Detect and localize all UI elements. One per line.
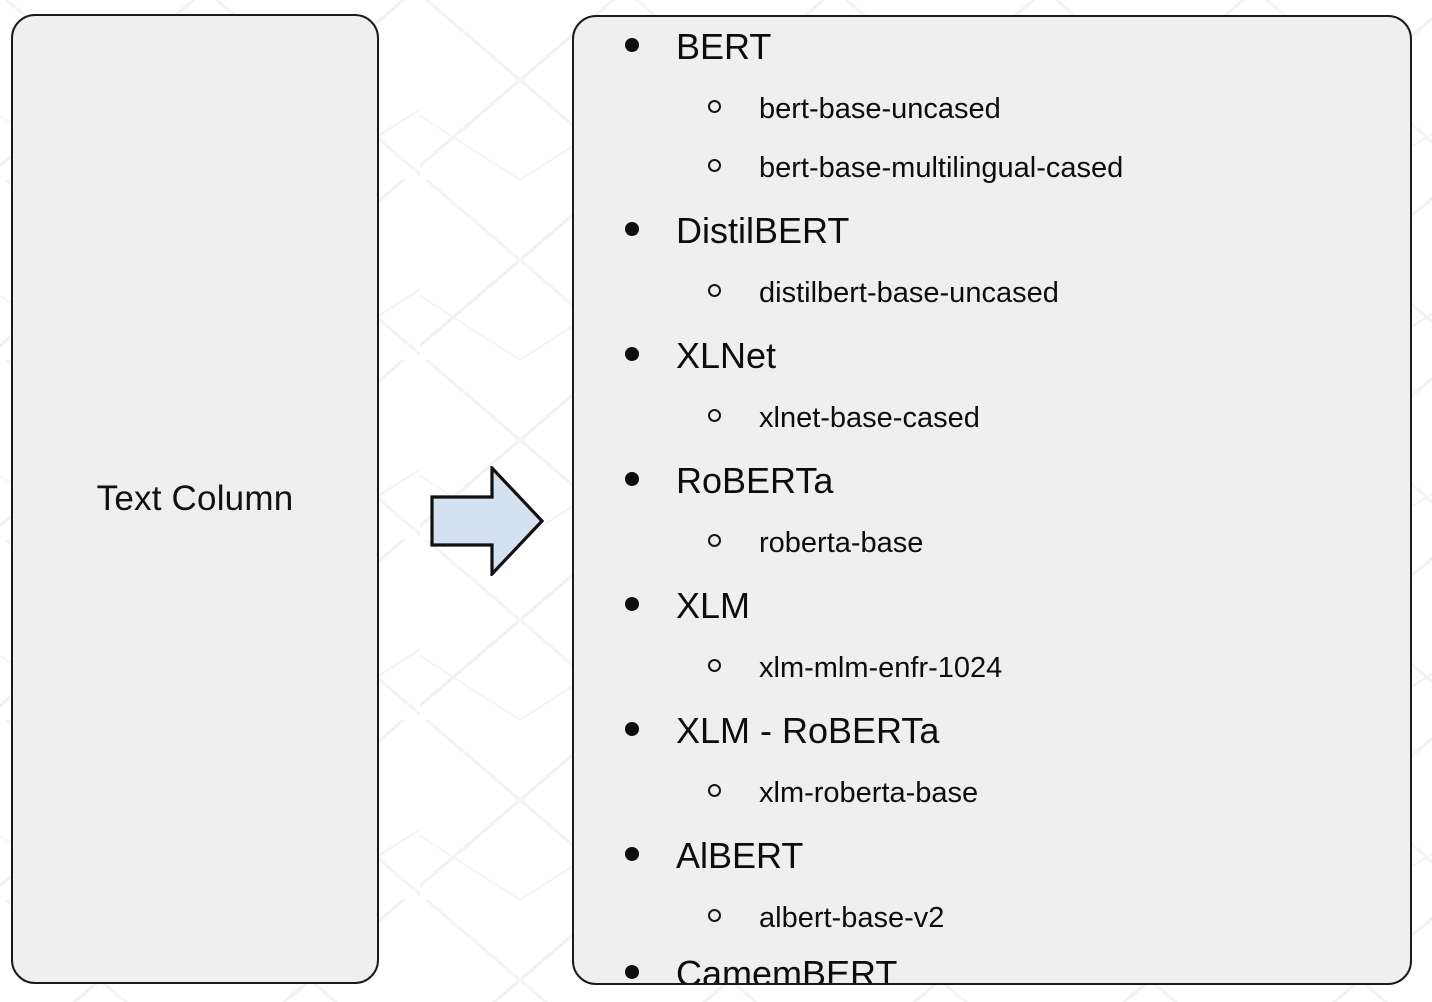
bullet-disc-icon — [625, 597, 639, 611]
model-checkpoint-label: xlnet-base-cased — [759, 402, 980, 434]
model-family-label: RoBERTa — [676, 460, 834, 501]
model-checkpoint-label: xlm-mlm-enfr-1024 — [759, 652, 1003, 684]
model-family-row[interactable]: AlBERT — [574, 838, 1410, 904]
model-list-panel[interactable]: BERT bert-base-uncased bert-base-multiling… — [572, 15, 1412, 985]
model-family-label: XLNet — [676, 335, 777, 376]
bullet-disc-icon — [625, 965, 639, 979]
model-list: BERT bert-base-uncased bert-base-multiling… — [574, 29, 1410, 985]
text-column-label: Text Column — [96, 479, 294, 518]
model-checkpoint-row[interactable]: bert-base-uncased — [574, 95, 1410, 154]
model-checkpoint-label: roberta-base — [759, 527, 924, 559]
model-checkpoint-label: bert-base-multilingual-cased — [759, 152, 1124, 184]
bullet-circle-icon — [708, 159, 721, 172]
model-family-row[interactable]: CamemBERT — [574, 953, 1410, 985]
bullet-disc-icon — [625, 222, 639, 236]
model-family-label: XLM - RoBERTa — [676, 710, 940, 751]
model-checkpoint-row[interactable]: xlm-mlm-enfr-1024 — [574, 654, 1410, 713]
bullet-disc-icon — [625, 472, 639, 486]
model-family-label: XLM — [676, 585, 751, 626]
text-column-panel[interactable]: Text Column — [11, 14, 379, 984]
model-checkpoint-label: distilbert-base-uncased — [759, 277, 1059, 309]
bullet-disc-icon — [625, 847, 639, 861]
bullet-circle-icon — [708, 409, 721, 422]
model-family-label: BERT — [676, 26, 772, 67]
model-family-label: CamemBERT — [676, 953, 898, 985]
model-checkpoint-label: albert-base-v2 — [759, 902, 945, 934]
bullet-circle-icon — [708, 100, 721, 113]
bullet-circle-icon — [708, 284, 721, 297]
model-checkpoint-row[interactable]: xlm-roberta-base — [574, 779, 1410, 838]
model-family-row[interactable]: DistilBERT — [574, 213, 1410, 279]
bullet-circle-icon — [708, 784, 721, 797]
model-family-row[interactable]: XLNet — [574, 338, 1410, 404]
bullet-disc-icon — [625, 38, 639, 52]
model-family-row[interactable]: BERT — [574, 29, 1410, 95]
arrow-right-icon — [430, 466, 544, 576]
bullet-disc-icon — [625, 347, 639, 361]
model-checkpoint-row[interactable]: xlnet-base-cased — [574, 404, 1410, 463]
model-checkpoint-label: bert-base-uncased — [759, 93, 1001, 125]
bullet-circle-icon — [708, 659, 721, 672]
model-checkpoint-row[interactable]: distilbert-base-uncased — [574, 279, 1410, 338]
model-checkpoint-row[interactable]: albert-base-v2 — [574, 904, 1410, 956]
model-checkpoint-label: xlm-roberta-base — [759, 777, 979, 809]
model-family-row[interactable]: XLM - RoBERTa — [574, 713, 1410, 779]
model-family-label: AlBERT — [676, 835, 804, 876]
model-family-row[interactable]: RoBERTa — [574, 463, 1410, 529]
bullet-circle-icon — [708, 909, 721, 922]
bullet-circle-icon — [708, 534, 721, 547]
model-family-label: DistilBERT — [676, 210, 850, 251]
model-family-row[interactable]: XLM — [574, 588, 1410, 654]
model-checkpoint-row[interactable]: roberta-base — [574, 529, 1410, 588]
model-checkpoint-row[interactable]: bert-base-multilingual-cased — [574, 154, 1410, 213]
bullet-disc-icon — [625, 722, 639, 736]
